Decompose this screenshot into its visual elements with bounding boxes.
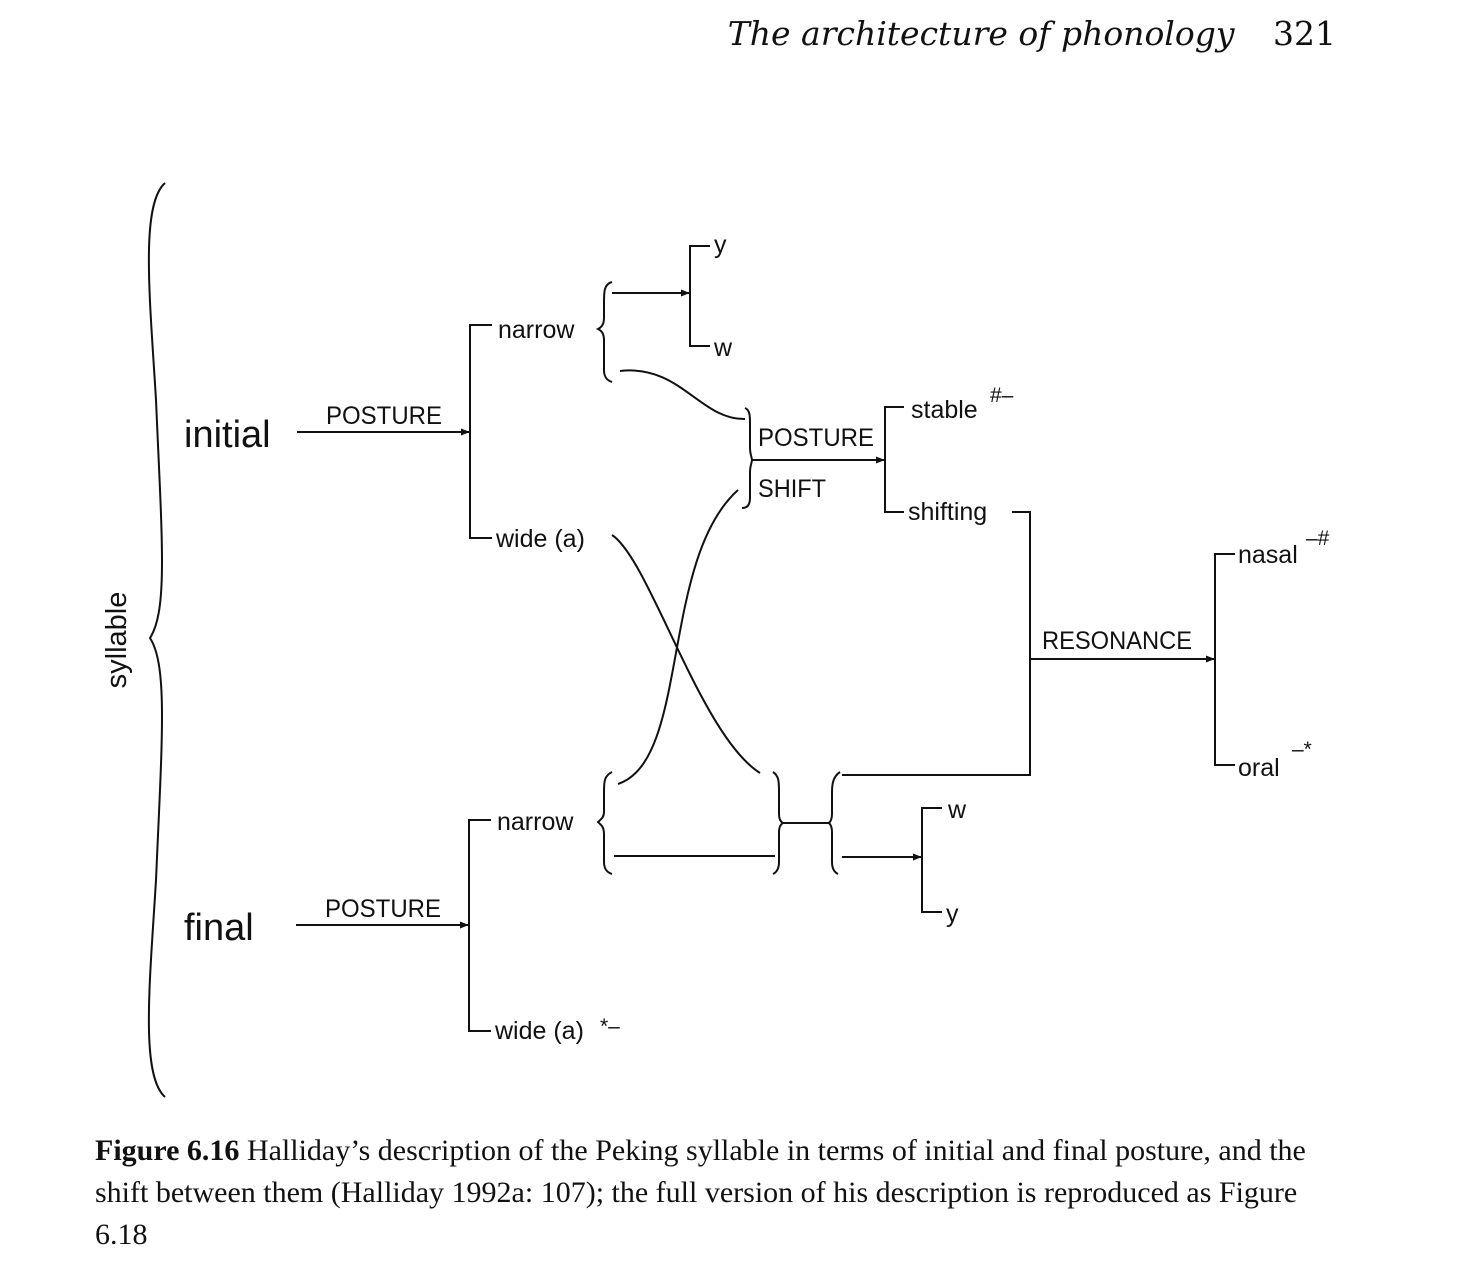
initial-yw-bracket <box>689 245 710 347</box>
initial-narrow-label: narrow <box>498 316 575 344</box>
final-posture-bracket <box>468 819 491 1032</box>
stable-mark: #– <box>990 384 1014 407</box>
final-label: final <box>184 907 254 949</box>
final-w-label: w <box>947 796 967 824</box>
final-narrow-label: narrow <box>497 808 574 836</box>
stable-label: stable <box>911 396 978 424</box>
nasal-mark: –# <box>1306 527 1330 550</box>
initial-narrow-brace <box>595 281 613 383</box>
narrow-to-shift-curve <box>619 369 746 421</box>
final-wide-mark: *– <box>600 1015 620 1038</box>
oral-mark: –* <box>1292 738 1312 761</box>
figure-caption-text: Halliday’s description of the Peking syl… <box>95 1134 1306 1251</box>
initial-label: initial <box>184 414 271 456</box>
nasal-oral-bracket <box>1214 553 1235 766</box>
initial-y-label: y <box>714 231 727 259</box>
final-narrow-brace <box>596 771 613 875</box>
initial-posture-bracket <box>469 324 492 539</box>
right-brace-b <box>827 771 841 875</box>
running-title: The architecture of phonology <box>727 14 1235 53</box>
posture-label-initial: POSTURE <box>326 402 442 430</box>
figure-label: Figure 6.16 <box>95 1134 240 1167</box>
final-wide-label: wide (a) <box>494 1017 584 1045</box>
resonance-label: RESONANCE <box>1042 627 1192 655</box>
figure-caption: Figure 6.16 Halliday’s description of th… <box>95 1130 1340 1256</box>
right-brace-a <box>772 771 786 875</box>
wide-to-final-curve <box>611 534 761 774</box>
final-narrow-to-shift-curve <box>617 489 739 785</box>
final-wy-bracket <box>921 807 942 913</box>
running-head: The architecture of phonology 321 <box>728 14 1336 53</box>
nasal-label: nasal <box>1238 541 1298 569</box>
shifting-label: shifting <box>908 498 987 526</box>
initial-w-label: w <box>713 334 733 362</box>
posture-shift-brace-2 <box>741 459 753 509</box>
posture-shift-brace-1 <box>744 407 753 461</box>
final-y-label: y <box>946 900 959 928</box>
syllable-brace <box>147 182 166 1098</box>
syllable-label: syllable <box>101 592 133 689</box>
posture-shift-label-1: POSTURE <box>758 424 874 452</box>
posture-label-final: POSTURE <box>325 895 441 923</box>
initial-wide-label: wide (a) <box>495 525 585 553</box>
posture-shift-label-2: SHIFT <box>758 475 826 503</box>
page-number: 321 <box>1273 14 1336 53</box>
oral-label: oral <box>1238 754 1280 782</box>
shifting-connector <box>842 511 1031 776</box>
stable-shifting-bracket <box>884 406 904 513</box>
